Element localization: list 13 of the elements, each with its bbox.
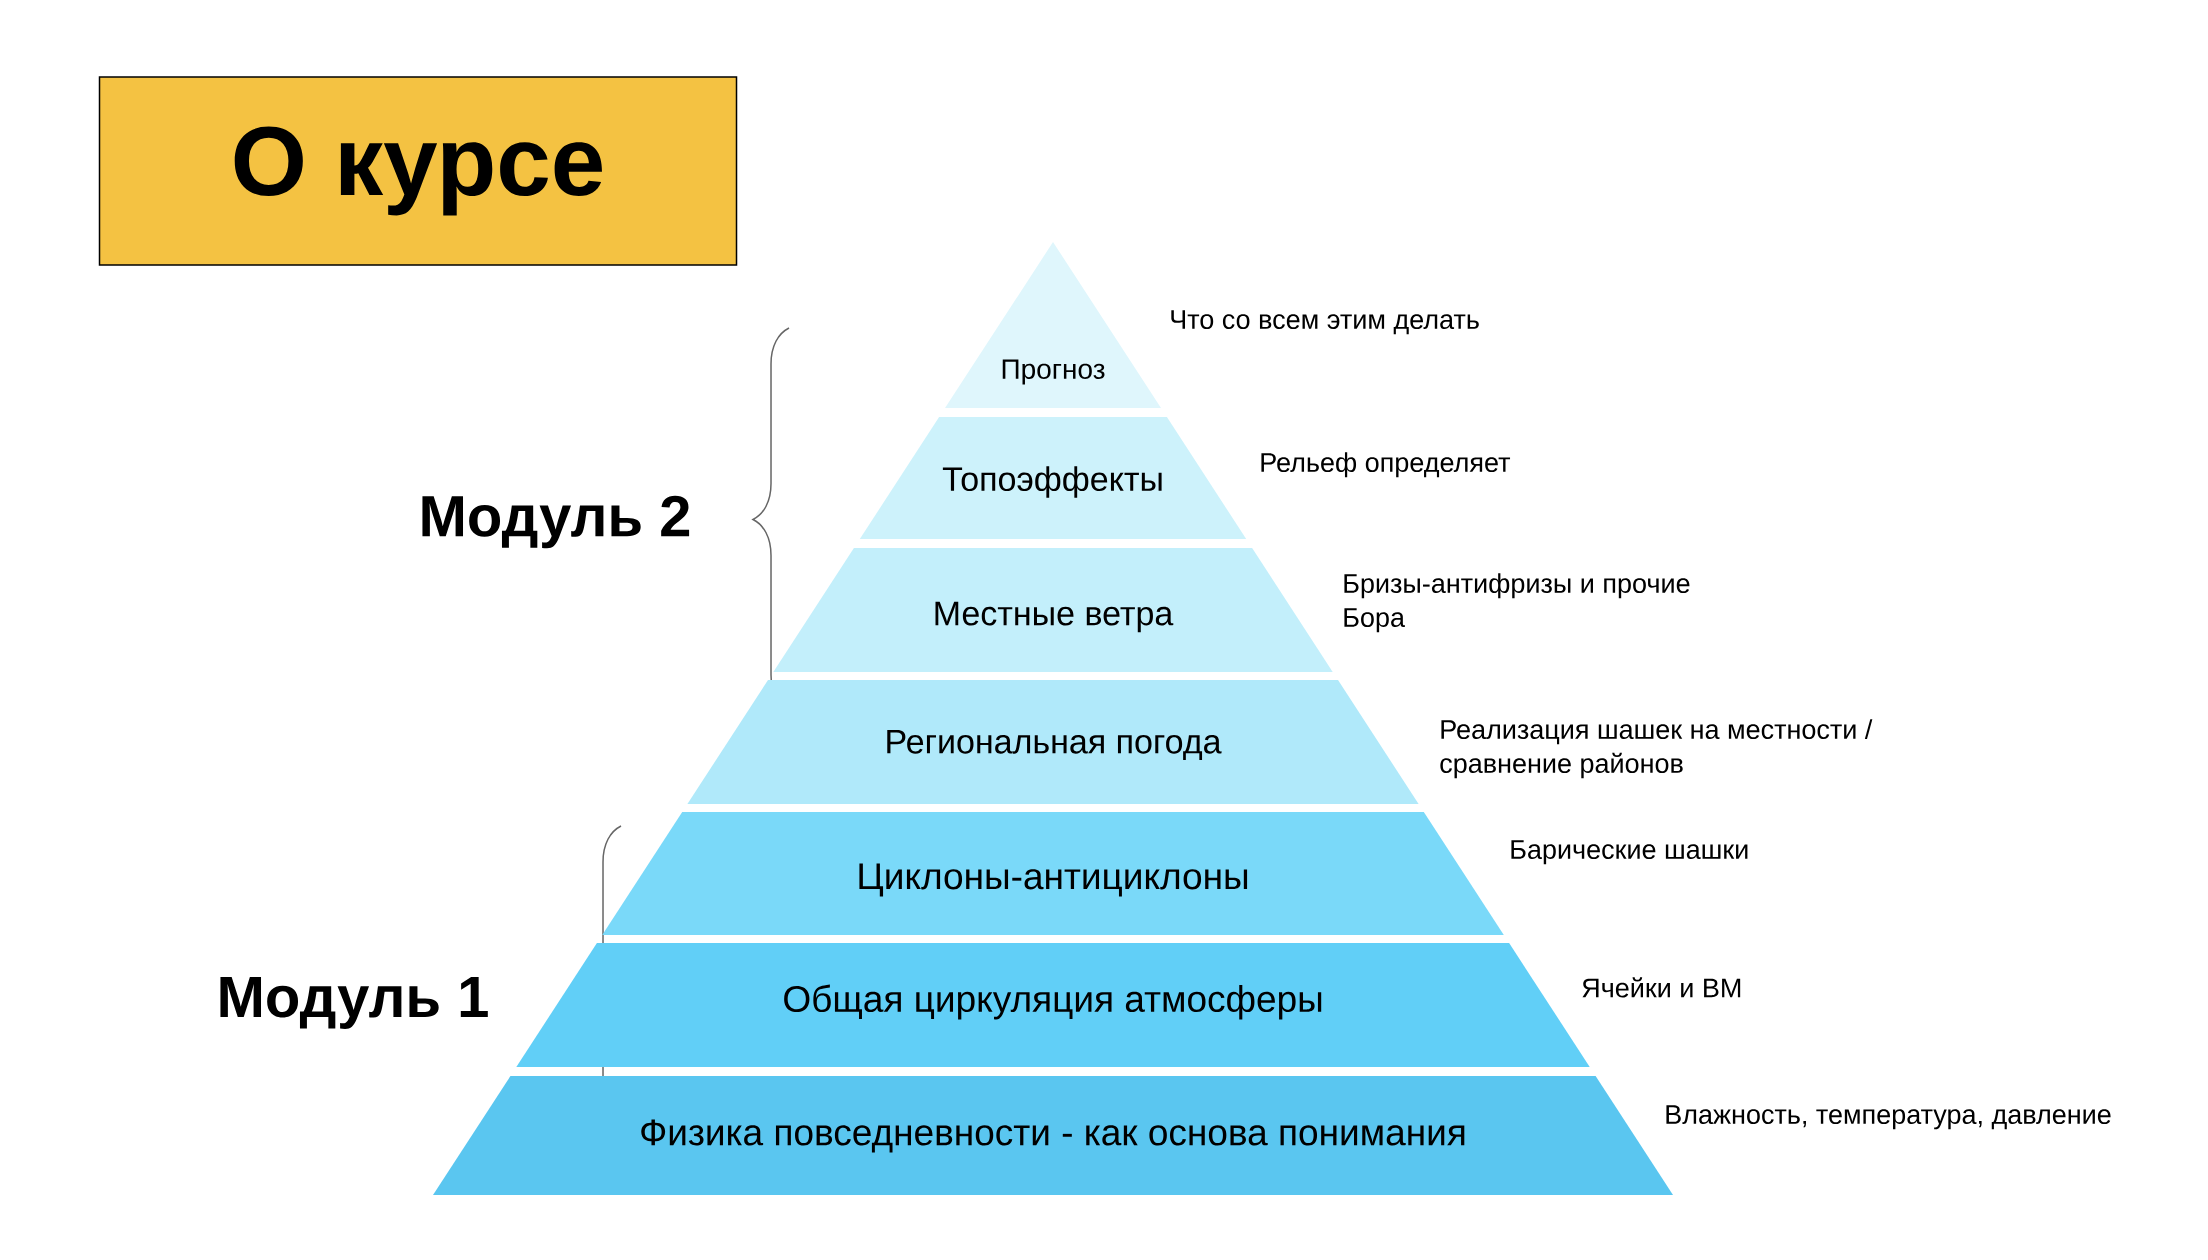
annotation: Бризы-антифризы и прочие Бора [1344, 573, 1690, 633]
pyramid-layer: Циклоны-антициклоны [602, 812, 1504, 935]
title-box: О курсе [98, 76, 738, 266]
pyramid-layer: Топоэффекты [859, 417, 1247, 539]
annotation: Реализация шашек на местности / сравнение районов [1440, 719, 1873, 779]
annotation: Что со всем этим делать [1171, 310, 1479, 335]
module-label: Модуль 1 [220, 977, 488, 1029]
module-label: Модуль 2 [422, 495, 690, 549]
pyramid-layer: Прогноз [945, 242, 1161, 408]
pyramid-layer: Местные ветра [773, 548, 1333, 672]
pyramid-layer: Региональная погода [687, 680, 1419, 804]
annotation: Барические шашки [1511, 840, 1748, 865]
annotation: Рельеф определяет [1261, 452, 1511, 478]
